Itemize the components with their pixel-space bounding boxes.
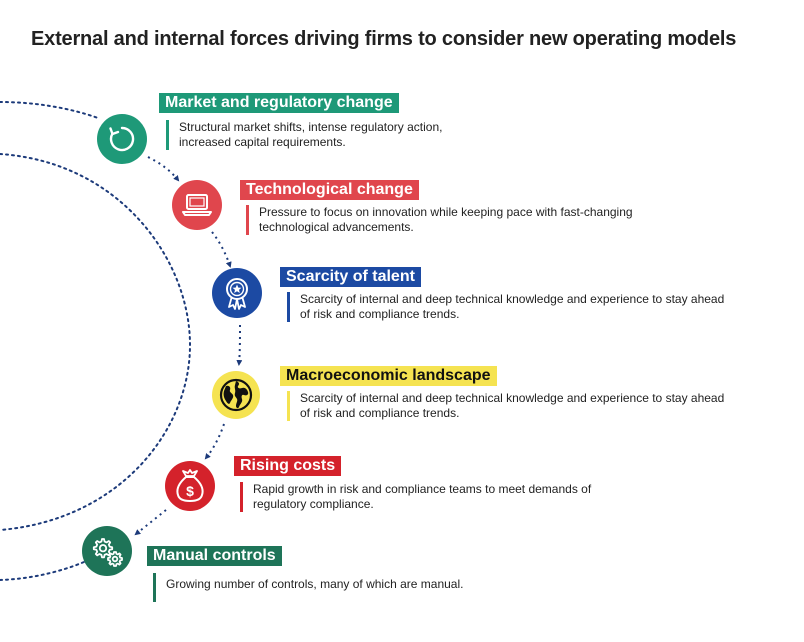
force-1-description: Structural market shifts, intense regula… <box>166 120 469 150</box>
force-2-description: Pressure to focus on innovation while ke… <box>246 205 689 235</box>
svg-text:$: $ <box>186 483 194 499</box>
force-6-label: Manual controls <box>147 546 282 566</box>
money-bag-icon: $ <box>176 469 204 502</box>
arrow-4-5 <box>204 423 225 460</box>
force-4-label: Macroeconomic landscape <box>280 366 497 386</box>
force-6-circle <box>82 526 132 576</box>
force-2-circle <box>172 180 222 230</box>
force-3-label: Scarcity of talent <box>280 267 421 287</box>
force-5-label: Rising costs <box>234 456 342 476</box>
page-title: External and internal forces driving fir… <box>31 28 737 50</box>
refresh-icon <box>109 126 135 152</box>
force-3-description: Scarcity of internal and deep technical … <box>287 292 730 322</box>
gears-icon <box>92 538 123 567</box>
outer-dotted-arc-top <box>0 101 99 119</box>
force-4-circle <box>212 371 260 419</box>
arrow-2-3 <box>211 231 232 268</box>
outer-dotted-arc-bottom <box>0 561 85 581</box>
award-ribbon-icon <box>226 278 248 310</box>
laptop-icon <box>182 194 212 216</box>
force-4-description: Scarcity of internal and deep technical … <box>287 391 730 421</box>
force-6-description: Growing number of controls, many of whic… <box>153 573 546 602</box>
arrow-3-4 <box>236 324 243 366</box>
inner-dotted-arc <box>0 153 192 531</box>
arrow-5-6 <box>134 509 167 536</box>
force-5-circle: $ <box>165 461 215 511</box>
force-2-label: Technological change <box>240 180 419 200</box>
force-5-description: Rapid growth in risk and compliance team… <box>240 482 633 512</box>
arrow-1-2 <box>147 156 180 182</box>
globe-icon <box>219 378 253 412</box>
force-1-circle <box>97 114 147 164</box>
force-3-circle <box>212 268 262 318</box>
force-1-label: Market and regulatory change <box>159 93 399 113</box>
